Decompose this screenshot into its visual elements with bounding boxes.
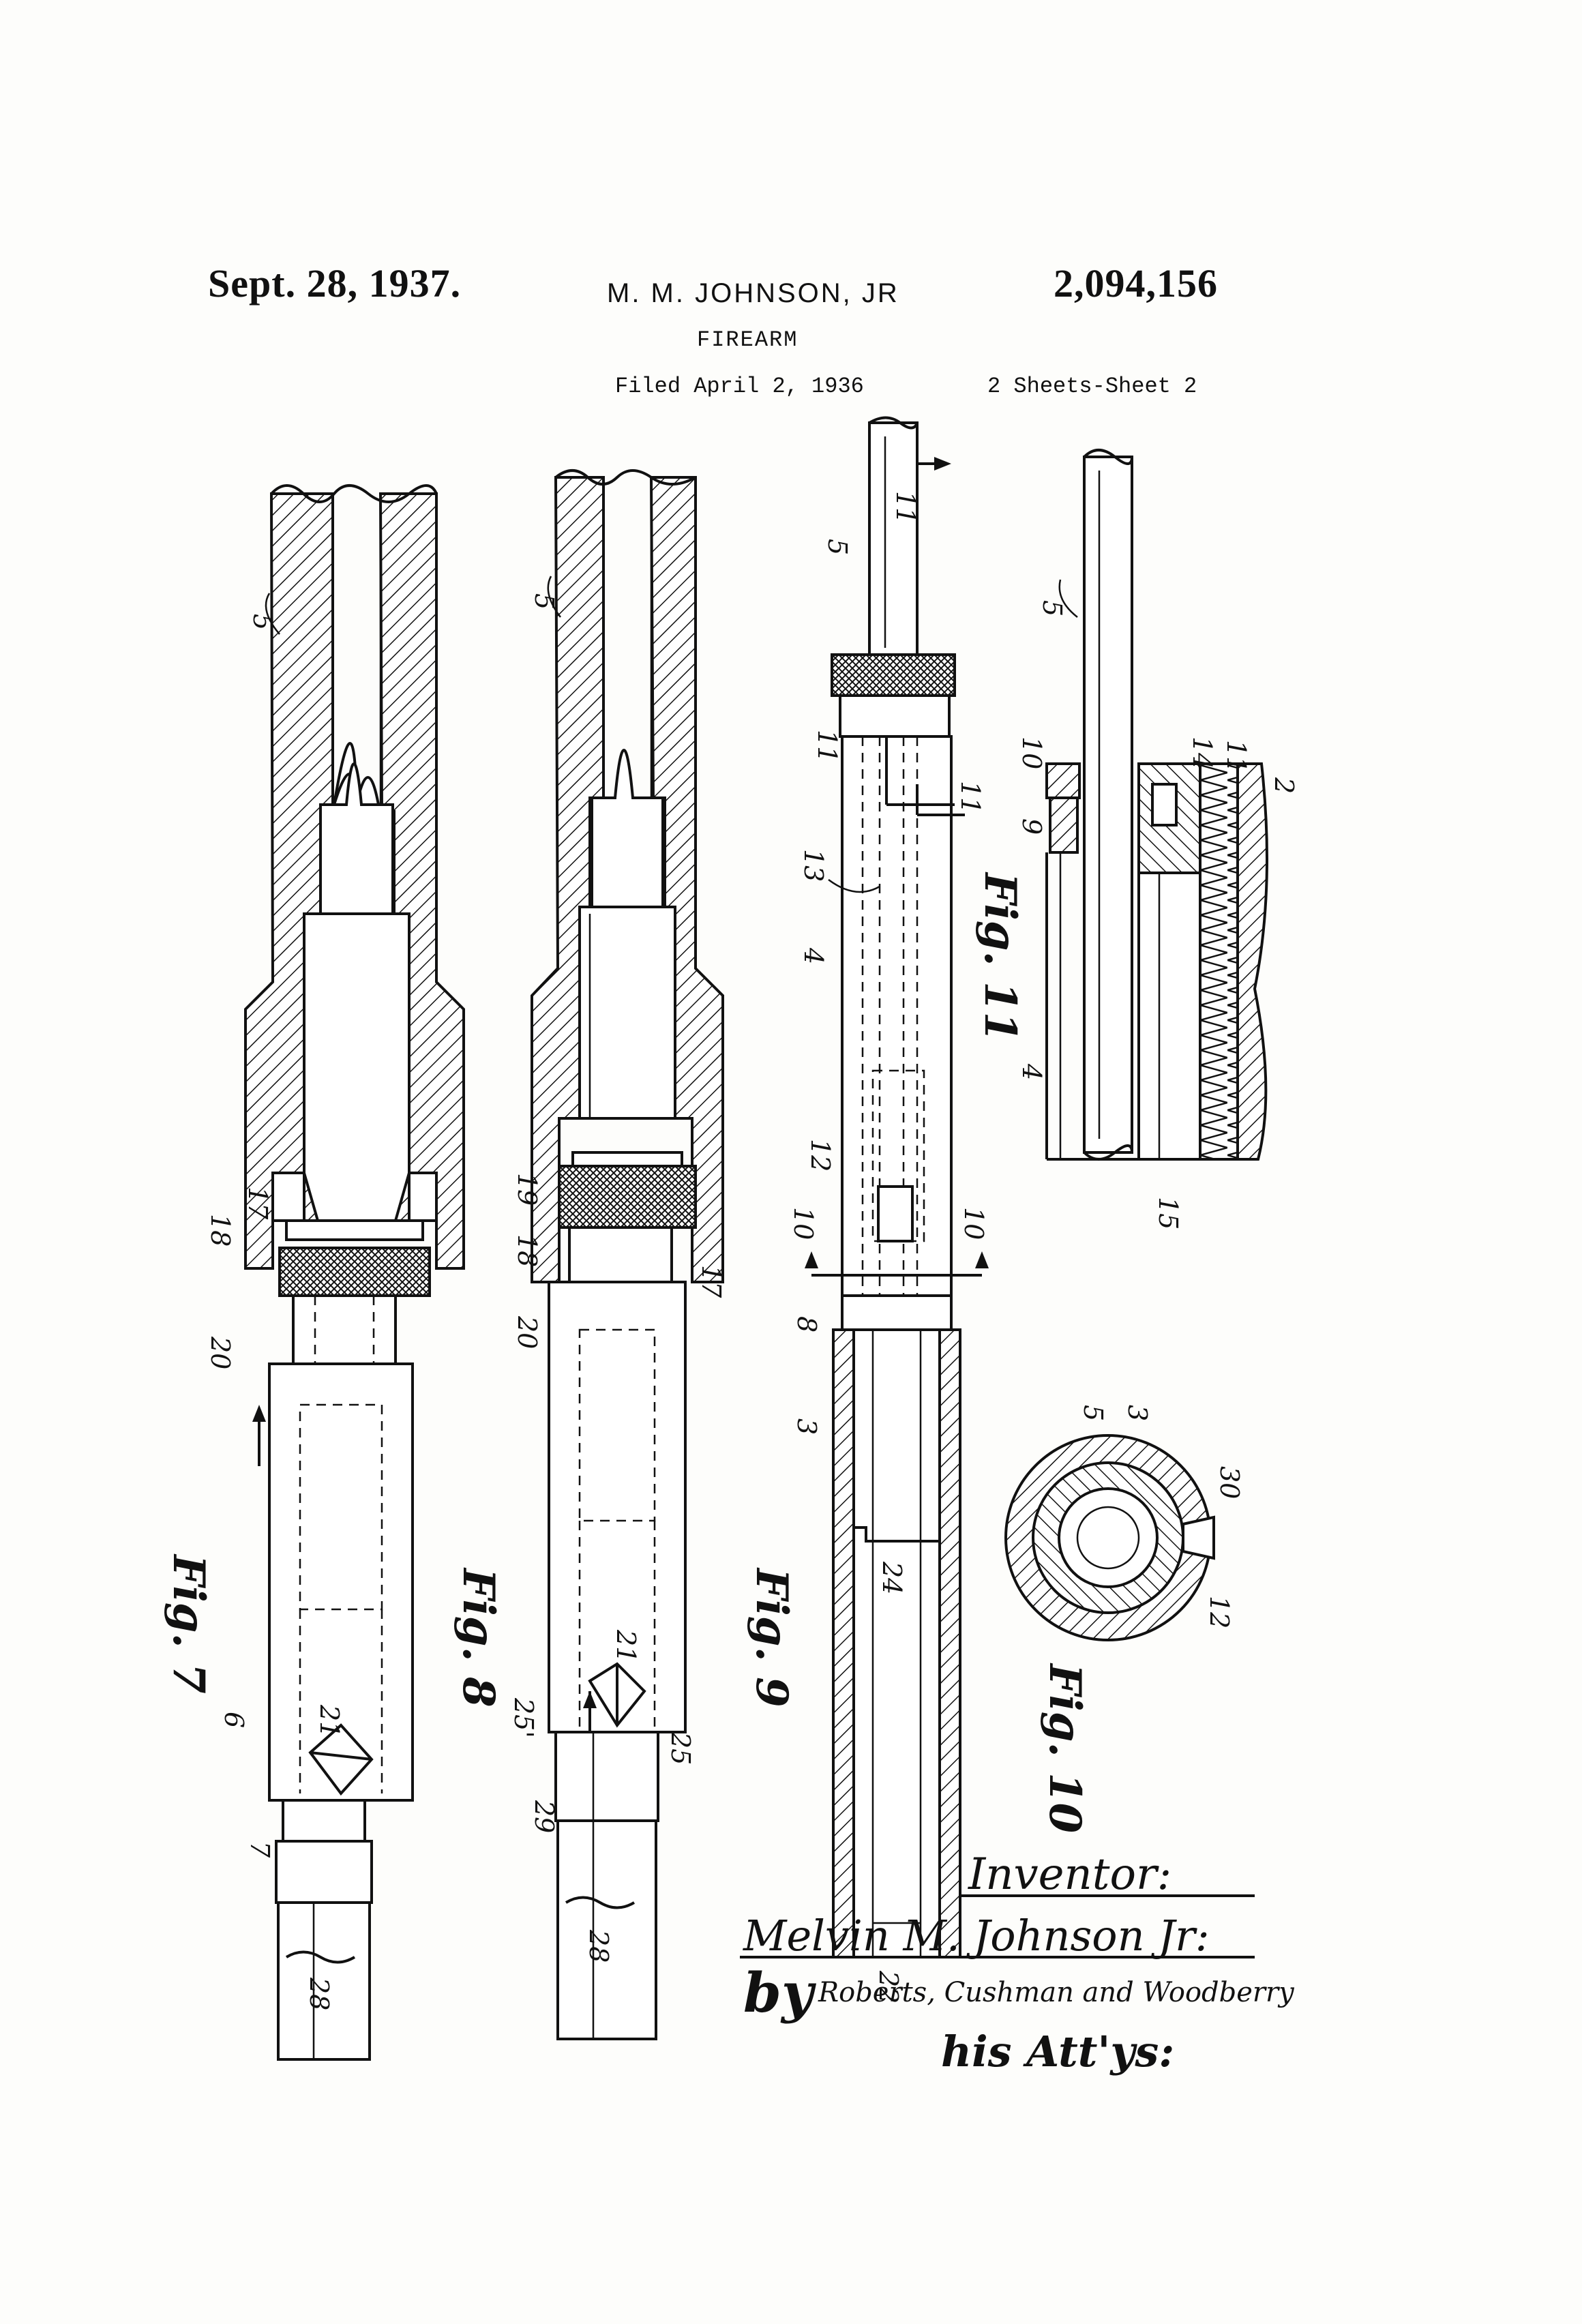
figure-9: 5 11 11 11 13 4 12 10 10 8 3 24 22 Fig. … (746, 418, 989, 2004)
slot-12 (878, 1187, 912, 1241)
lug-12 (1183, 1517, 1214, 1558)
ref-19-fig8: 19 (512, 1173, 542, 1206)
ref-10a-fig9: 10 (788, 1207, 818, 1240)
ref-24-fig9: 24 (877, 1561, 907, 1594)
ref-4-fig9: 4 (799, 947, 829, 964)
attys-label: his Att'ys: (941, 2027, 1174, 2076)
ref-25-prime-fig8: 25' (509, 1697, 539, 1738)
attorneys-signature: Roberts, Cushman and Woodberry (818, 1977, 1295, 2008)
ref-14-fig11: 14 (1187, 736, 1217, 769)
ref-5-fig11: 5 (1037, 600, 1067, 616)
tube-4-fig11 (1139, 873, 1200, 1159)
cartridge-case-fig8 (580, 907, 675, 1118)
rod-5-fig11 (1084, 457, 1132, 1152)
nut-10 (1047, 764, 1079, 798)
ref-29-fig8: 29 (529, 1800, 559, 1833)
ref-5-fig7: 5 (248, 614, 278, 630)
figure-10: 5 3 30 12 Fig. 10 (1006, 1405, 1244, 1833)
bolt-collar-18 (280, 1248, 430, 1296)
ref-20-fig8: 20 (512, 1315, 542, 1349)
ref-9-fig11: 9 (1017, 818, 1047, 835)
bushing-9 (1050, 798, 1077, 852)
ref-17-fig8: 17 (696, 1265, 726, 1298)
ref-13-fig9: 13 (799, 849, 829, 882)
ref-30-fig10: 30 (1214, 1466, 1244, 1499)
spring-15 (1200, 764, 1238, 1159)
bolt-collar-19 (559, 1166, 696, 1227)
ref-7-fig7: 7 (245, 1841, 275, 1858)
tube-3-wall-right (940, 1330, 960, 1957)
ref-15-fig11: 15 (1153, 1197, 1183, 1230)
ref-3-fig9: 3 (792, 1418, 822, 1435)
ref-18-fig8: 18 (512, 1234, 542, 1267)
rod-7 (276, 1841, 372, 1903)
ref-6-fig7: 6 (219, 1712, 249, 1728)
ref-11c-fig9: 11 (955, 781, 985, 814)
ref-28-fig8: 28 (584, 1929, 614, 1963)
fig-10-label: Fig. 10 (1039, 1663, 1090, 1833)
ref-21-fig8: 21 (611, 1629, 641, 1663)
ref-25-fig8: 25 (666, 1731, 696, 1765)
fig-11-label: Fig. 11 (974, 872, 1026, 1042)
figure-11: 5 10 14 11 2 9 4 15 Fig. 11 (974, 450, 1299, 1230)
tube-3-wall-left (833, 1330, 854, 1957)
bolt-stem-20 (293, 1296, 395, 1364)
figure-7: 5 17 18 20 6 21 7 28 Fig. 7 (163, 486, 464, 2059)
collar-8 (842, 1296, 951, 1330)
stock-2 (1238, 764, 1267, 1159)
ref-5-fig9: 5 (822, 539, 852, 555)
ref-2-fig11: 2 (1269, 777, 1299, 794)
cartridge-case (304, 914, 409, 1221)
ref-12-fig9: 12 (805, 1139, 835, 1172)
ref-10b-fig9: 10 (959, 1207, 989, 1240)
ref-12-fig10: 12 (1204, 1596, 1234, 1628)
inventor-heading: Inventor: (968, 1849, 1171, 1900)
fig-8-label: Fig. 8 (453, 1567, 504, 1708)
ref-10-fig11: 10 (1017, 736, 1047, 769)
rod-5-fig9 (869, 423, 917, 655)
figure-8: 5 19 18 17 20 21 25' 25 29 28 Fig. 8 (453, 471, 726, 2039)
ref-11a-fig9: 11 (891, 491, 921, 524)
ref-8-fig9: 8 (792, 1316, 822, 1332)
rod-22-fig9 (854, 1330, 940, 1957)
ref-18-fig7: 18 (205, 1214, 235, 1247)
ref-20-fig7: 20 (205, 1336, 235, 1369)
fig-9-label: Fig. 9 (746, 1567, 797, 1708)
bolt-face (286, 1221, 423, 1240)
ref-5-fig10: 5 (1078, 1405, 1108, 1421)
ref-21-fig7: 21 (314, 1704, 344, 1738)
bore (1059, 1489, 1157, 1587)
rod-29 (556, 1732, 658, 1821)
ref-4-fig11: 4 (1017, 1063, 1047, 1080)
knurled-collar-fig9 (832, 655, 955, 696)
inventor-signature: Melvin M. Johnson Jr: (743, 1911, 1210, 1961)
ref-11b-fig9: 11 (812, 730, 842, 762)
ref-28-fig7: 28 (304, 1977, 334, 2010)
ref-17-fig7: 17 (243, 1187, 273, 1220)
by-label: by (743, 1961, 817, 2025)
fig-7-label: Fig. 7 (163, 1553, 214, 1694)
ref-3-fig10: 3 (1122, 1405, 1152, 1421)
ref-11-fig11: 11 (1221, 740, 1251, 773)
signature-block: Inventor: Melvin M. Johnson Jr: by Rober… (740, 1849, 1295, 2076)
